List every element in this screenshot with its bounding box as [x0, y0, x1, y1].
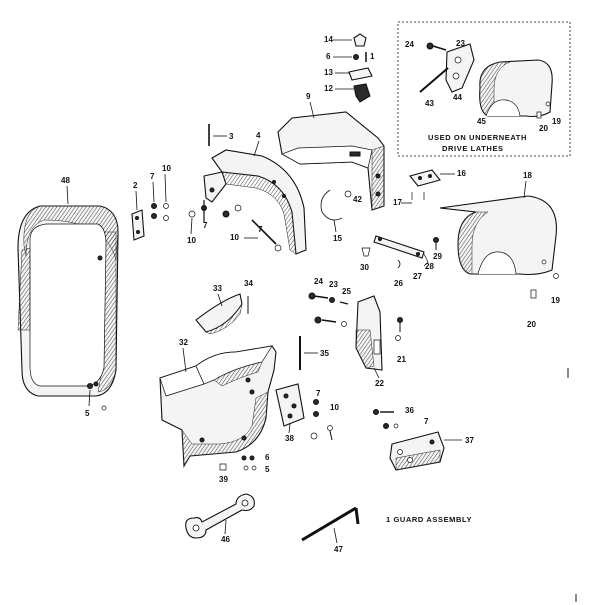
callout-10: 10 [330, 403, 339, 412]
part-32-housing [159, 345, 277, 468]
callout-13: 13 [324, 68, 333, 77]
callout-16: 16 [457, 169, 466, 178]
callout-22: 22 [375, 379, 384, 388]
callout-20: 20 [527, 320, 536, 329]
legend-guard-assembly: 1 GUARD ASSEMBLY [386, 515, 472, 524]
callout-26: 26 [394, 279, 403, 288]
top-hardware-group [348, 33, 373, 103]
callout-2: 2 [133, 181, 138, 190]
part-37-hinge-bracket [389, 431, 445, 471]
callout-34: 34 [244, 279, 253, 288]
callout-5: 5 [265, 465, 270, 474]
callout-48: 48 [61, 176, 70, 185]
inset-caption-line2: DRIVE LATHES [442, 144, 504, 153]
callout-27: 27 [413, 272, 422, 281]
callout-21: 21 [397, 355, 406, 364]
callout-10: 10 [187, 236, 196, 245]
callout-6: 6 [265, 453, 270, 462]
part-28-link [373, 235, 429, 267]
part-48-guard-door [17, 205, 119, 397]
callout-9: 9 [306, 92, 311, 101]
callout-15: 15 [333, 234, 342, 243]
part-16-plate [409, 169, 441, 200]
part-22-bracket [355, 295, 383, 371]
callout-3: 3 [229, 132, 234, 141]
part-4-guard [203, 149, 307, 255]
callout-38: 38 [285, 434, 294, 443]
underneath-drive-inset [397, 21, 571, 157]
callout-4: 4 [256, 131, 261, 140]
callout-19: 19 [551, 296, 560, 305]
callout-46: 46 [221, 535, 230, 544]
part-2-bracket [131, 209, 145, 241]
callout-29: 29 [433, 252, 442, 261]
part-15-spring [320, 189, 343, 221]
inset-caption-line1: USED ON UNDERNEATH [428, 133, 527, 142]
callout-6: 6 [326, 52, 331, 61]
callout-43: 43 [425, 99, 434, 108]
part-18-cover [439, 195, 557, 276]
callout-19: 19 [552, 117, 561, 126]
callout-7: 7 [316, 389, 321, 398]
callout-32: 32 [179, 338, 188, 347]
part-46-wrench [185, 493, 255, 539]
callout-45: 45 [477, 117, 486, 126]
part-47-hex-key [301, 506, 360, 542]
callout-20: 20 [539, 124, 548, 133]
callout-30: 30 [360, 263, 369, 272]
callout-10: 10 [162, 164, 171, 173]
callout-44: 44 [453, 93, 462, 102]
callout-33: 33 [213, 284, 222, 293]
callout-47: 47 [334, 545, 343, 554]
callout-35: 35 [320, 349, 329, 358]
callout-39: 39 [219, 475, 228, 484]
callout-12: 12 [324, 84, 333, 93]
callout-17: 17 [393, 198, 402, 207]
callout-23: 23 [456, 39, 465, 48]
callout-37: 37 [465, 436, 474, 445]
callout-28: 28 [425, 262, 434, 271]
callout-24: 24 [405, 40, 414, 49]
callout-42: 42 [353, 195, 362, 204]
callout-23: 23 [329, 280, 338, 289]
callout-10: 10 [230, 233, 239, 242]
part-9-bracket [277, 111, 385, 211]
callout-5: 5 [85, 409, 90, 418]
part-38-plate [275, 383, 305, 427]
callout-7: 7 [150, 172, 155, 181]
callout-25: 25 [342, 287, 351, 296]
callout-36: 36 [405, 406, 414, 415]
callout-24: 24 [314, 277, 323, 286]
callout-7: 7 [424, 417, 429, 426]
callout-14: 14 [324, 35, 333, 44]
callout-1: 1 [370, 52, 375, 61]
callout-7: 7 [203, 221, 208, 230]
callout-18: 18 [523, 171, 532, 180]
callout-7: 7 [258, 225, 263, 234]
